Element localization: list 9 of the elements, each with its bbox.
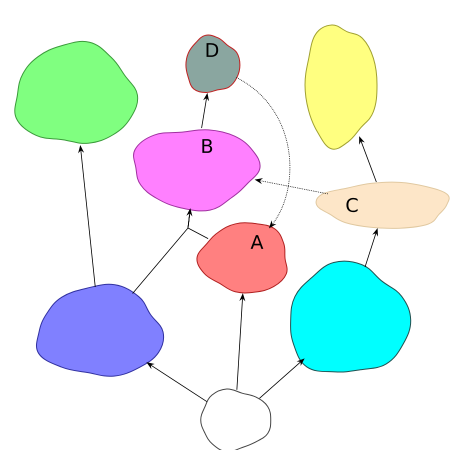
blob — [200, 388, 272, 450]
blob: B — [133, 129, 261, 212]
blob: A — [196, 222, 288, 294]
blob: C — [316, 182, 450, 229]
blob — [304, 24, 378, 150]
blob: D — [185, 34, 240, 93]
blob — [36, 284, 164, 377]
blob — [14, 40, 138, 144]
blob — [290, 260, 412, 372]
